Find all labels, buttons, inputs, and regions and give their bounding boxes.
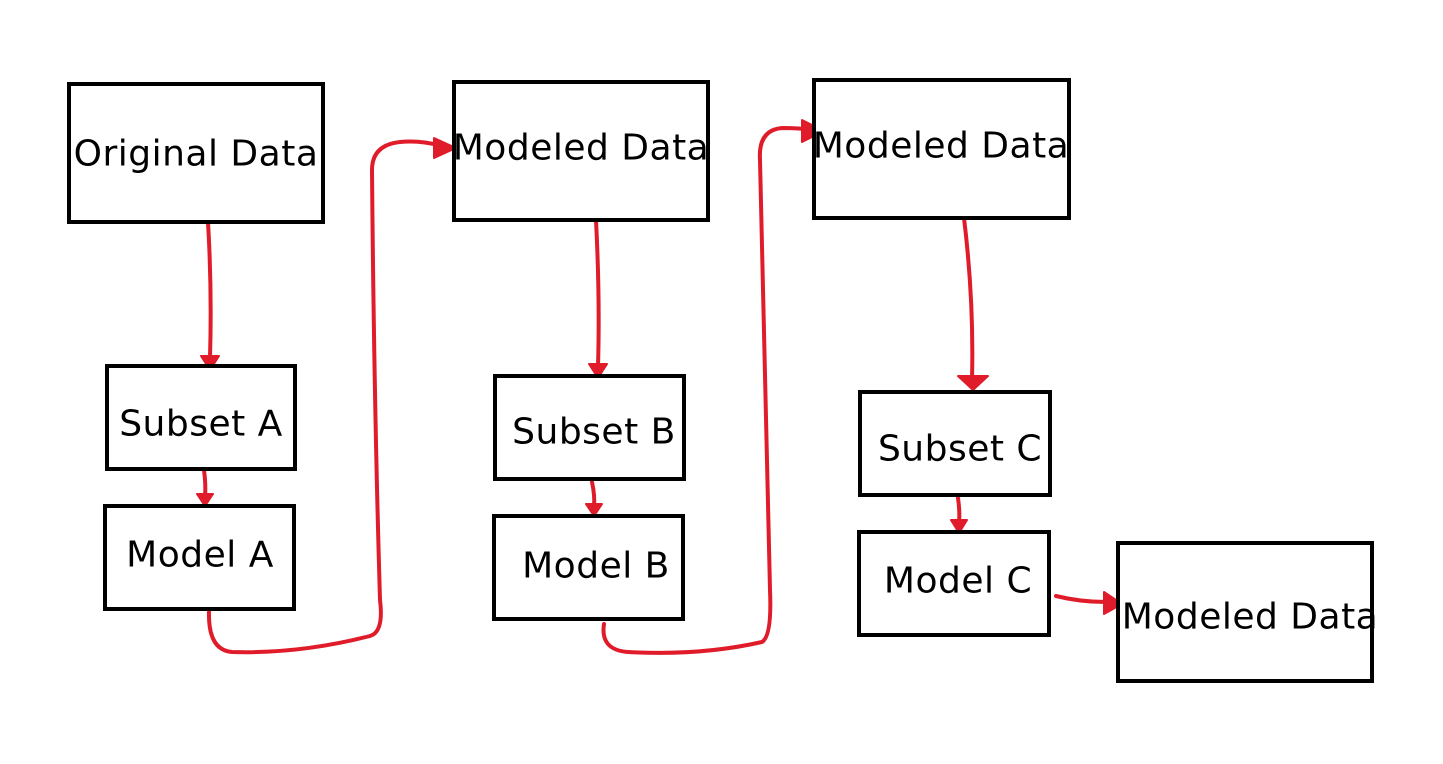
node-subset-c: Subset C <box>858 390 1052 497</box>
node-modeled-data-3: Modeled Data <box>1116 541 1379 683</box>
node-label: Subset B <box>512 412 676 453</box>
arrow-modeled-data-2-to-subset-c <box>957 216 989 391</box>
arrow-subset-a-to-model-a <box>196 468 214 507</box>
node-model-c: Model C <box>857 530 1051 637</box>
node-modeled-data-1: Modeled Data <box>452 80 710 222</box>
arrow-subset-b-to-model-b <box>585 480 603 517</box>
node-model-b: Model B <box>492 514 685 621</box>
node-label: Modeled Data <box>813 126 1070 167</box>
arrow-subset-c-to-model-c <box>950 496 968 534</box>
node-label: Model B <box>522 546 670 587</box>
node-modeled-data-2: Modeled Data <box>812 78 1071 220</box>
node-label: Modeled Data <box>1122 597 1379 638</box>
arrow-model-a-to-modeled-data-1 <box>206 137 457 655</box>
node-label: Subset C <box>878 429 1042 470</box>
arrow-model-c-to-modeled-data-3 <box>1054 591 1123 615</box>
node-subset-a: Subset A <box>105 364 297 471</box>
node-label: Original Data <box>74 134 319 175</box>
node-subset-b: Subset B <box>493 374 686 481</box>
node-original-data: Original Data <box>67 82 325 224</box>
node-label: Model C <box>884 561 1032 602</box>
node-label: Modeled Data <box>453 128 710 169</box>
arrow-modeled-data-1-to-subset-b <box>588 218 608 379</box>
node-model-a: Model A <box>103 504 296 611</box>
node-label: Model A <box>126 535 274 576</box>
arrow-original-to-subset-a <box>200 220 220 371</box>
node-label: Subset A <box>119 404 283 445</box>
